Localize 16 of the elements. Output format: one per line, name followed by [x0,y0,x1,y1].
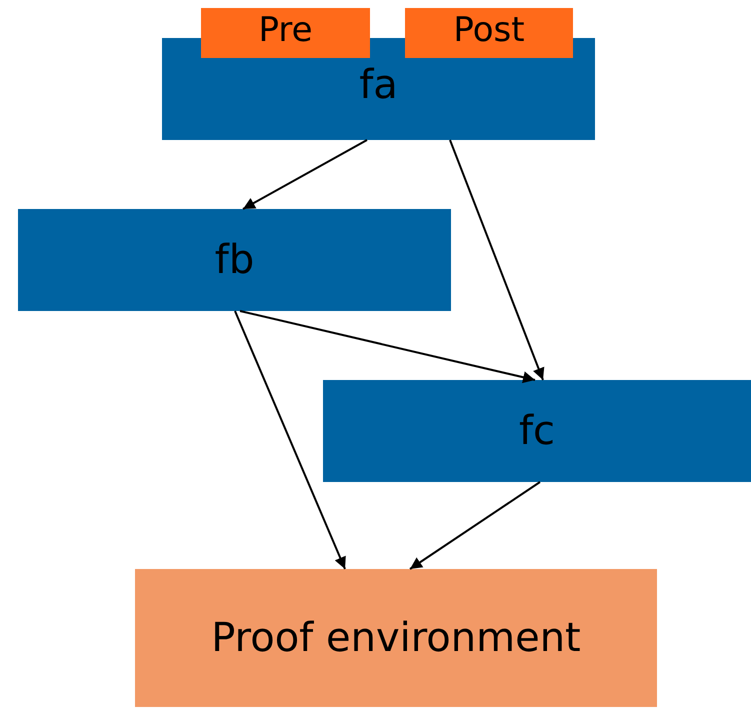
arrow [234,310,346,570]
function-box [323,380,751,482]
function-box [18,209,451,311]
node-label: fc [518,408,556,454]
tab-label [201,8,370,58]
node-label: Pre [258,10,313,50]
arrow [449,140,544,380]
node-label: Proof environment [211,615,581,661]
tab-label [405,8,573,58]
node-label: fa [359,62,398,108]
arrow [242,139,368,210]
node-label: fb [214,237,254,283]
arrow [240,310,536,384]
environment-box [135,569,657,707]
arrow [409,481,541,570]
node-label: Post [453,10,525,50]
